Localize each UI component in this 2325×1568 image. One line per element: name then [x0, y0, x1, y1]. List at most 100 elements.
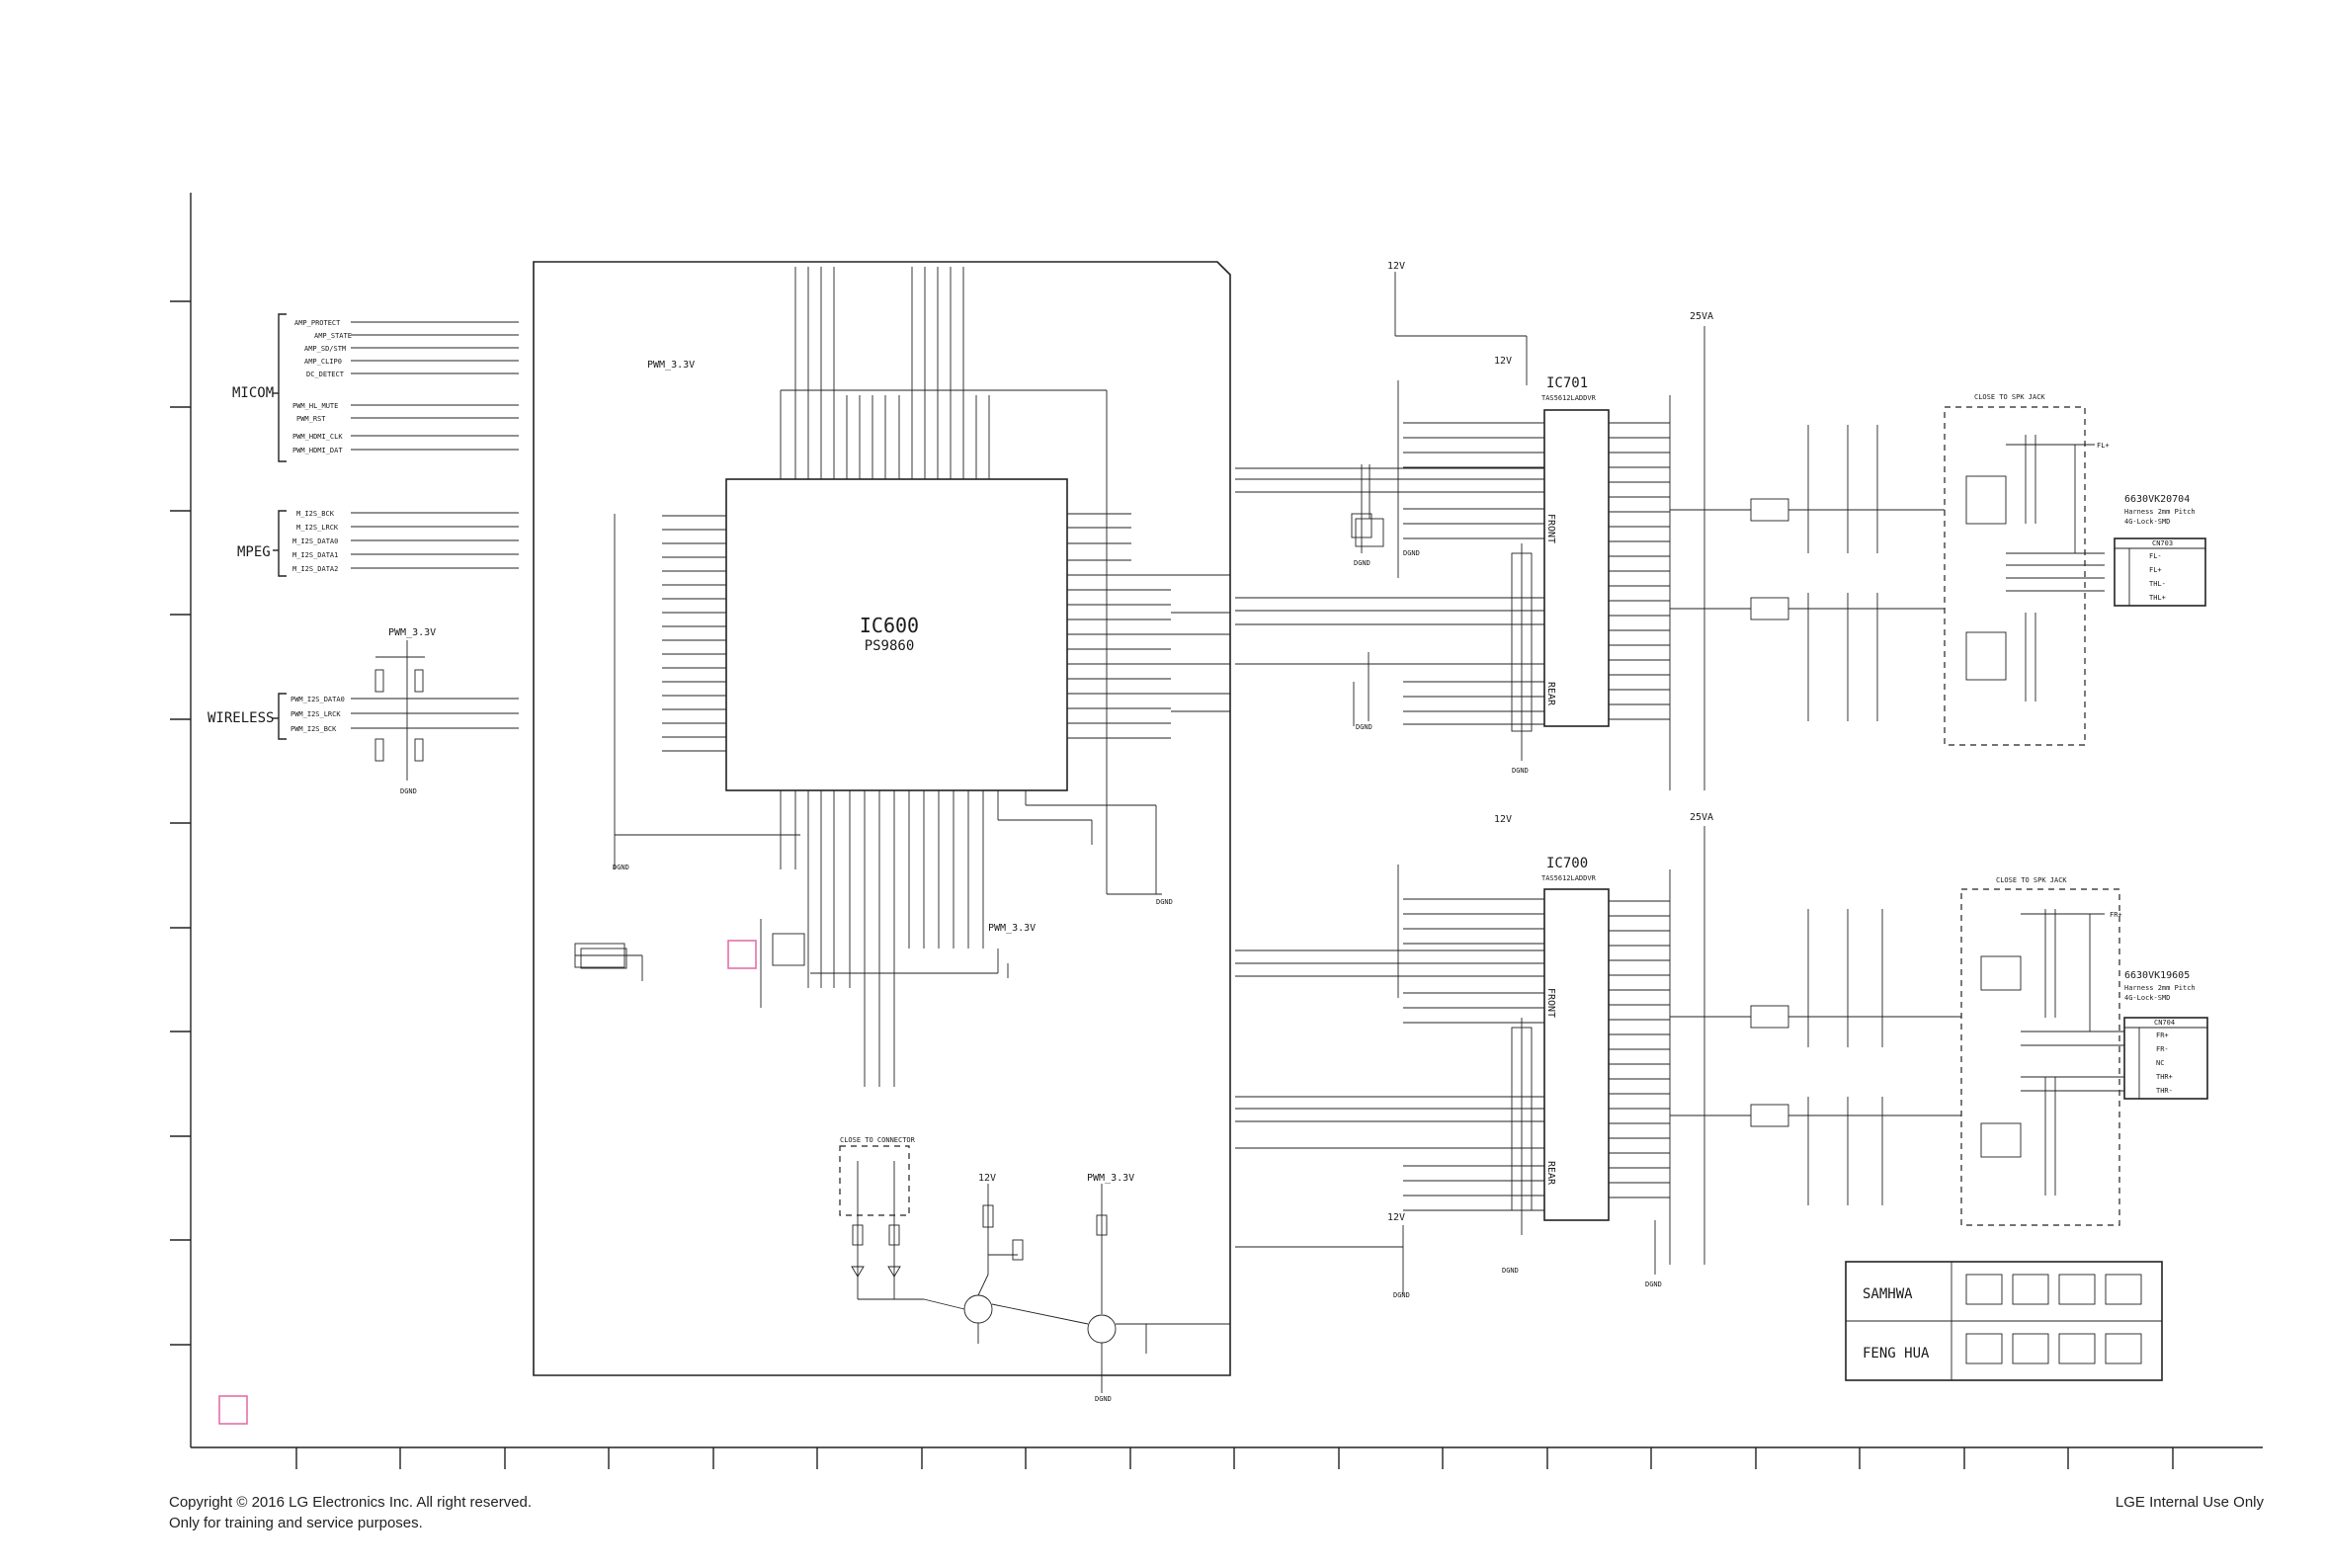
ic600-block: IC600 PS9860 PWM_3.3V	[533, 261, 1231, 1376]
ic701-ref: IC701	[1546, 375, 1588, 391]
top-spk-dashed-box	[1944, 406, 2086, 746]
cn704-box	[2123, 1017, 2208, 1100]
micom-signal-1: AMP_STATE	[314, 332, 352, 340]
cn703-part: 6630VK20704	[2124, 494, 2190, 505]
cn703-pin-1: FL-	[2149, 552, 2162, 560]
micom-label: MICOM	[232, 385, 274, 401]
ic600-section-border	[533, 261, 1231, 1376]
cn704-ref: CN704	[2154, 1019, 2175, 1027]
ic700-dgnd-1: DGND	[1393, 1291, 1410, 1299]
wireless-signal-2: PWM_I2S_BCK	[291, 725, 337, 733]
cn704-pin-1: FR+	[2156, 1032, 2169, 1039]
pink-marker-ic600	[727, 940, 757, 969]
ic701-rail-25v: 25VA	[1690, 311, 1713, 322]
micom-group: MICOM	[232, 313, 287, 462]
ic701-dgnd-4: DGND	[1512, 767, 1529, 775]
cn703-desc1: Harness 2mm Pitch	[2124, 508, 2196, 516]
ic600-part: PS9860	[865, 638, 915, 654]
wireless-group: WIRELESS	[208, 693, 287, 740]
protection-dgnd: DGND	[1095, 1395, 1112, 1403]
close-connector-box	[839, 1145, 910, 1216]
ic701-dgnd-2: DGND	[1403, 549, 1420, 557]
bottom-spk-section: CLOSE TO SPK JACK FR+ CN704 FR+ FR- NC T…	[1960, 876, 2208, 1226]
top-spk-note: CLOSE TO SPK JACK	[1974, 393, 2045, 401]
mpeg-signal-3: M_I2S_DATA1	[292, 551, 338, 559]
misc-center	[580, 464, 1384, 969]
micom-signal-7: PWM_HDMI_CLK	[292, 433, 343, 441]
cn704-pin-4: THR+	[2156, 1073, 2173, 1081]
cn704-pin-3: NC	[2156, 1059, 2164, 1067]
cn703-pin-3: THL-	[2149, 580, 2166, 588]
cn703-pin-2: FL+	[2149, 566, 2162, 574]
vendor-table: SAMHWA FENG HUA	[1845, 1261, 2163, 1381]
ic701-rail-12v-top: 12V	[1387, 261, 1405, 272]
micom-signal-3: AMP_CLIP0	[304, 358, 342, 366]
wireless-signal-1: PWM_I2S_LRCK	[291, 710, 341, 718]
ic600-bottom-rail: PWM_3.3V	[988, 923, 1036, 934]
ic700-chip	[1543, 888, 1610, 1221]
ic701-dgnd-3: DGND	[1356, 723, 1372, 731]
ic701-part: TAS5612LADDVR	[1541, 394, 1597, 402]
cn703-pin-4: THL+	[2149, 594, 2166, 602]
protection-rail-12v: 12V	[978, 1173, 996, 1184]
ic600-dgnd-left: DGND	[613, 864, 629, 871]
wireless-label: WIRELESS	[208, 710, 274, 726]
ic700-part: TAS5612LADDVR	[1541, 874, 1597, 882]
protection-circuit: CLOSE TO CONNECTOR 12V PWM_3.3V	[839, 1136, 1230, 1403]
wireless-signal-0: PWM_I2S_DATA0	[291, 696, 345, 703]
ic700-rail-25v: 25VA	[1690, 812, 1713, 823]
micom-signal-8: PWM_HDMI_DAT	[292, 447, 343, 454]
cn703-box	[2114, 537, 2206, 607]
ic701-chip	[1543, 409, 1610, 727]
ic700-rail-12v-bottom: 12V	[1387, 1212, 1405, 1223]
copyright-line-1: Copyright © 2016 LG Electronics Inc. All…	[169, 1494, 533, 1511]
micom-signal-4: DC_DETECT	[306, 371, 345, 378]
mpeg-group: MPEG	[237, 510, 287, 577]
ic600-dgnd-right: DGND	[1156, 898, 1173, 906]
cn704-desc1: Harness 2mm Pitch	[2124, 984, 2196, 992]
ic701-front: FRONT	[1545, 514, 1556, 543]
top-spk-fl-label: FL+	[2097, 442, 2110, 450]
cn703-ref: CN703	[2152, 539, 2173, 547]
ic701-dgnd-1: DGND	[1354, 559, 1370, 567]
ic700-ref: IC700	[1546, 856, 1588, 871]
mpeg-signal-rows: M_I2S_BCK M_I2S_LRCK M_I2S_DATA0 M_I2S_D…	[292, 510, 519, 573]
pink-marker-bottom-left	[218, 1395, 248, 1425]
internal-use-label: LGE Internal Use Only	[2115, 1494, 2264, 1511]
ic701-rail-12v: 12V	[1494, 356, 1512, 367]
wireless-rail-label: PWM_3.3V	[388, 627, 436, 638]
close-connector-note: CLOSE TO CONNECTOR	[840, 1136, 916, 1144]
micom-signal-2: AMP_SD/STM	[304, 345, 346, 353]
drawing-frame	[170, 193, 2263, 1469]
ic600-chip	[725, 478, 1068, 791]
mpeg-signal-4: M_I2S_DATA2	[292, 565, 338, 573]
vendor-feng-hua: FENG HUA	[1863, 1346, 1930, 1362]
wireless-signal-rows: PWM_I2S_DATA0 PWM_I2S_LRCK PWM_I2S_BCK P…	[291, 627, 519, 795]
bottom-spk-fr-label: FR+	[2110, 911, 2122, 919]
ic700-front: FRONT	[1545, 988, 1556, 1018]
wireless-dgnd: DGND	[400, 787, 417, 795]
top-spk-section: CLOSE TO SPK JACK FL+ CN703 FL- FL+ THL-…	[1944, 393, 2206, 746]
vendor-samhwa: SAMHWA	[1863, 1286, 1913, 1302]
mpeg-signal-2: M_I2S_DATA0	[292, 537, 338, 545]
cn703-desc2: 4G-Lock-SMD	[2124, 518, 2170, 526]
ic701-rear: REAR	[1545, 682, 1556, 706]
micom-signal-0: AMP_PROTECT	[294, 319, 341, 327]
mpeg-signal-0: M_I2S_BCK	[296, 510, 335, 518]
cn704-part: 6630VK19605	[2124, 970, 2190, 981]
cn704-pin-5: THR-	[2156, 1087, 2173, 1095]
ic701-section: 12V 12V 25VA IC701 TAS5612LADDVR FRONT R…	[1235, 261, 1945, 790]
ic700-section: 12V 25VA 12V IC700 TAS5612LADDVR FRONT R…	[1235, 812, 1961, 1299]
bottom-spk-note: CLOSE TO SPK JACK	[1996, 876, 2067, 884]
micom-signal-5: PWM_HL_MUTE	[292, 402, 338, 410]
bottom-spk-dashed-box	[1960, 888, 2120, 1226]
micom-signal-6: PWM_RST	[296, 415, 326, 423]
ic600-rail-label: PWM_3.3V	[647, 360, 695, 371]
copyright-line-2: Only for training and service purposes.	[169, 1515, 423, 1531]
ic700-rear: REAR	[1545, 1161, 1556, 1186]
ic700-rail-12v: 12V	[1494, 814, 1512, 825]
protection-rail-pwm: PWM_3.3V	[1087, 1173, 1134, 1184]
cn704-desc2: 4G-Lock-SMD	[2124, 994, 2170, 1002]
micom-signal-rows: AMP_PROTECT AMP_STATE AMP_SD/STM AMP_CLI…	[292, 319, 519, 454]
